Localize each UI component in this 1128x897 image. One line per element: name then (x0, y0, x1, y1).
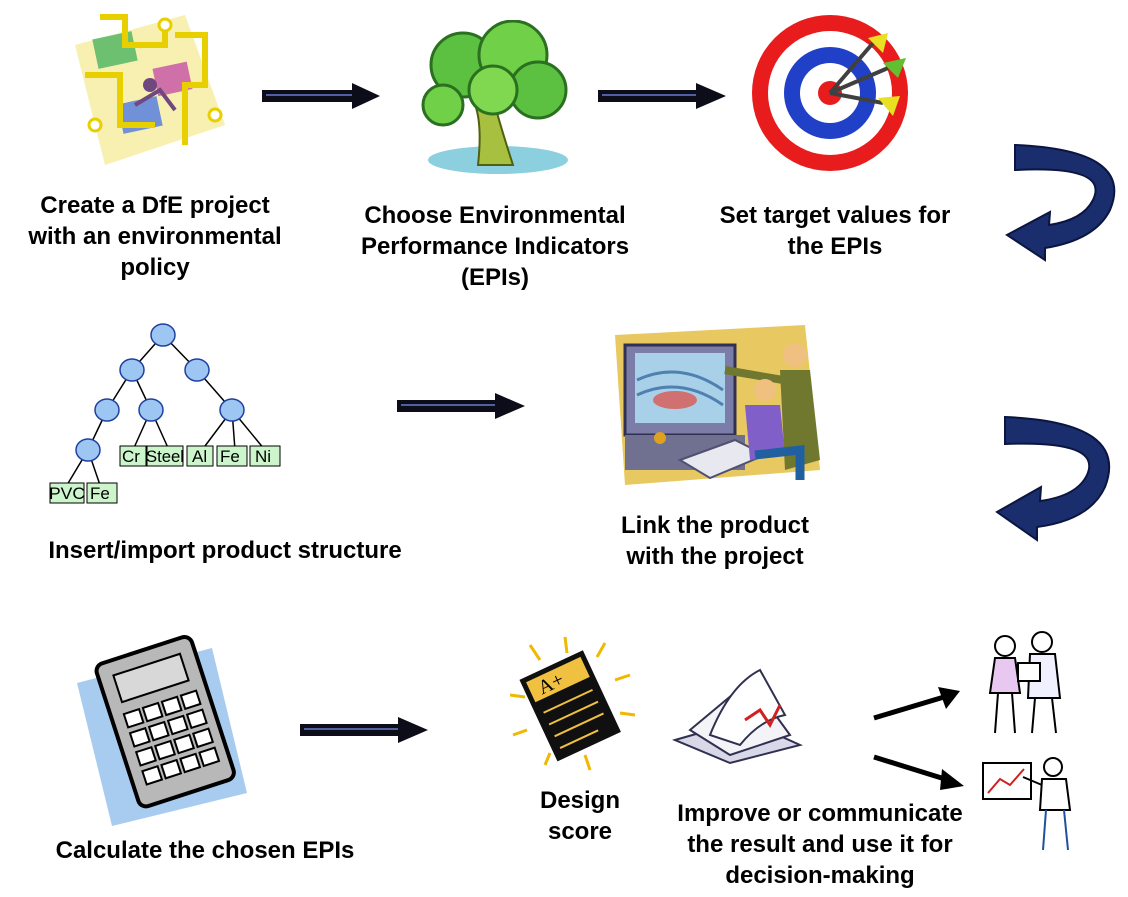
product-structure-tree: Cr Steel Al Fe Ni PVC Fe (49, 323, 281, 504)
project-puzzle-illustration (75, 14, 225, 165)
step-create-project-label: Create a DfE project with an environment… (28, 192, 282, 281)
leaf-fe-2: Fe (90, 484, 110, 503)
people-discussing-icon (988, 631, 1062, 734)
curved-arrow-2 (995, 415, 1111, 542)
curved-arrow-1 (1005, 143, 1116, 262)
right-arrow-1 (262, 83, 380, 109)
leaf-ni: Ni (255, 447, 271, 466)
step-calculate-epis-label: Calculate the chosen EPIs (55, 837, 355, 864)
leaf-fe-1: Fe (220, 447, 240, 466)
tree-illustration (421, 20, 568, 174)
design-score-label: Design score (539, 787, 620, 845)
step-improve-communicate-label: Improve or communicate the result and us… (677, 800, 963, 889)
step-choose-epis-label: Choose Environmental Performance Indicat… (360, 202, 630, 291)
diagonal-arrow-down (873, 754, 964, 790)
leaf-pvc: PVC (49, 484, 85, 503)
presenter-chart-icon (982, 757, 1072, 851)
right-arrow-2 (598, 83, 726, 109)
engineers-at-computer-illustration (615, 325, 820, 485)
diagonal-arrow-up (873, 687, 960, 721)
leaf-cr: Cr (122, 447, 140, 466)
right-arrow-3 (397, 393, 525, 419)
step-link-product-label: Link the product with the project (621, 512, 809, 570)
target-icon (752, 15, 908, 171)
step-insert-structure-label: Insert/import product structure (48, 537, 402, 564)
step-set-targets-label: Set target values for the EPIs (719, 202, 951, 260)
graded-paper-icon: A+ (509, 636, 636, 771)
right-arrow-4 (300, 717, 428, 743)
calculator-icon (77, 635, 247, 826)
leaf-steel: Steel (146, 447, 184, 466)
leaf-al: Al (192, 447, 207, 466)
documents-stack-icon (671, 668, 803, 765)
